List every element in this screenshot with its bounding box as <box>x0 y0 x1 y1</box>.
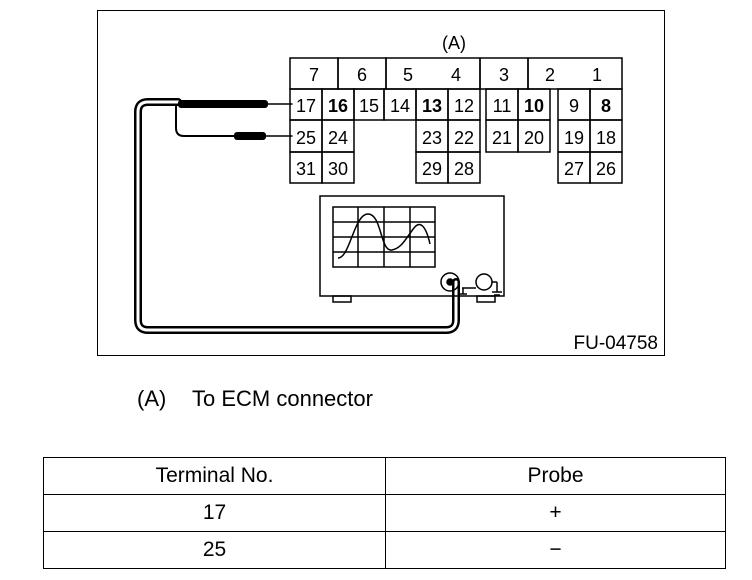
pin-13: 13 <box>422 96 442 116</box>
header-number-4: 4 <box>451 65 461 85</box>
probe-cell: + <box>385 494 726 532</box>
oscilloscope <box>319 195 505 303</box>
pin-21: 21 <box>492 128 512 148</box>
pin-14: 14 <box>390 96 410 116</box>
probe-cell: − <box>385 531 726 569</box>
pin-27: 27 <box>564 159 584 179</box>
pin-9: 9 <box>569 96 579 116</box>
header-number-3: 3 <box>499 65 509 85</box>
pin-29: 29 <box>422 159 442 179</box>
table-row: 17 + <box>43 494 726 532</box>
table-row: 25 − <box>43 531 726 569</box>
header-terminal-no: Terminal No. <box>43 457 386 495</box>
header-number-5: 5 <box>403 65 413 85</box>
header-number-1: 1 <box>592 65 602 85</box>
pin-17: 17 <box>296 96 316 116</box>
pin-24: 24 <box>328 128 348 148</box>
pin-28: 28 <box>454 159 474 179</box>
pin-15: 15 <box>359 96 379 116</box>
terminal-cell: 25 <box>43 531 386 569</box>
header-number-7: 7 <box>309 65 319 85</box>
header-number-2: 2 <box>545 65 555 85</box>
pin-11: 11 <box>493 96 512 116</box>
terminal-cell: 17 <box>43 494 386 532</box>
probe-tips <box>178 100 268 140</box>
pin-18: 18 <box>596 128 616 148</box>
wiring-diagram: (A) 7 6 5 4 3 2 1 <box>134 33 659 354</box>
legend-text: To ECM connector <box>192 386 373 411</box>
pin-25: 25 <box>296 128 316 148</box>
pin-22: 22 <box>454 128 474 148</box>
header-number-6: 6 <box>357 65 367 85</box>
probe-leads <box>134 98 460 334</box>
pin-12: 12 <box>454 96 474 116</box>
pin-31: 31 <box>296 159 316 179</box>
pin-23: 23 <box>422 128 442 148</box>
table-header-row: Terminal No. Probe <box>43 457 726 495</box>
connector-pins <box>289 88 623 184</box>
figure-id: FU-04758 <box>574 333 659 354</box>
pin-26: 26 <box>596 159 616 179</box>
pin-30: 30 <box>328 159 348 179</box>
pin-19: 19 <box>564 128 584 148</box>
terminal-table: Terminal No. Probe 17 + 25 − <box>43 457 726 569</box>
header-probe: Probe <box>385 457 726 495</box>
pin-20: 20 <box>524 128 544 148</box>
legend-key: (A) <box>137 386 167 411</box>
pin-8: 8 <box>601 96 611 116</box>
pin-10: 10 <box>524 96 544 116</box>
legend: (A) To ECM connector <box>137 386 373 412</box>
connector-label: (A) <box>442 33 466 53</box>
pin-16: 16 <box>328 96 348 116</box>
waveform <box>337 213 431 259</box>
probe-jack-icon <box>440 272 460 292</box>
ground-jack-icon <box>459 273 502 296</box>
diagram-frame <box>97 10 665 356</box>
